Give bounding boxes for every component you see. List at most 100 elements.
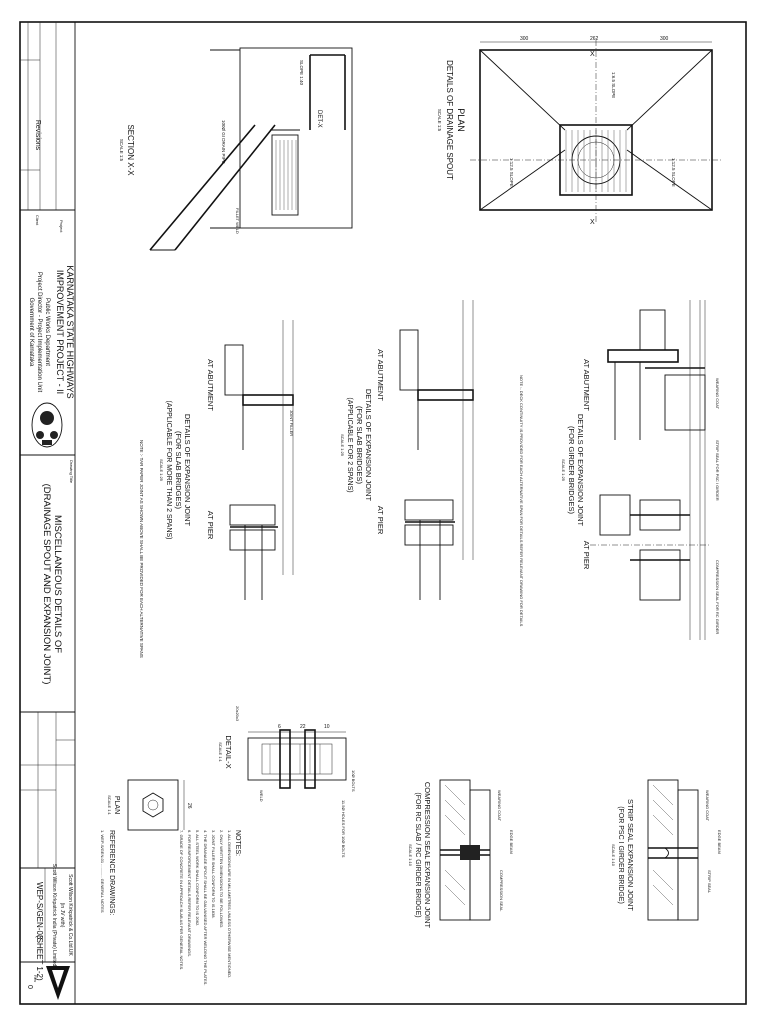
- notes-title: NOTES:: [234, 830, 241, 856]
- slab-more-joint-filler: JOINT FILLER: [289, 410, 294, 436]
- strip-edge-beam: EDGE BEAM: [717, 830, 722, 854]
- section-xx: DET-X SLOPE 1:40 100Ø GI DRAIN PIPE FILL…: [119, 47, 353, 251]
- slab-more-at-pier: AT PIER: [206, 511, 215, 540]
- detail-x-weld: WELD: [259, 790, 264, 802]
- strip-wearing-coat: WEARING COAT: [705, 790, 710, 822]
- detail-x-dim-1: 6: [278, 724, 281, 730]
- girder-at-pier: AT PIER: [582, 541, 591, 570]
- girder-title: DETAILS OF EXPANSION JOINT: [576, 414, 585, 527]
- plan-drainage-spout: 300 262 300 1:6.5 SLOPE 1:12.5 SLOPE 1:1…: [437, 36, 722, 226]
- plan-small-title: PLAN: [113, 796, 120, 814]
- government-emblem-icon: [31, 402, 63, 448]
- note-6: 6. FOR REINFORCEMENT DETAILS REFER RELEV…: [187, 830, 192, 957]
- slope-callout: SLOPE 1:40: [299, 60, 304, 86]
- detail-x-scale: SCALE 1:1: [218, 742, 223, 763]
- girder-note: NOTE :- DECK CONTINUITY IS PROVIDED FOR …: [519, 375, 524, 627]
- girder-scale: SCALE 1:25: [561, 459, 566, 482]
- strip-subtitle: (FOR PSC I GIRDER BRIDGE): [617, 806, 624, 904]
- slab-more-subtitle: (FOR SLAB BRIDGES): [174, 431, 183, 509]
- info-boxes: [20, 712, 75, 868]
- slope-right-label: 1:12.5 SLOPE: [671, 158, 676, 187]
- rev-value: 0: [26, 985, 33, 989]
- client-line1: Public Works Department: [44, 298, 50, 366]
- girder-wearing-coat: WEARING COAT: [715, 378, 720, 410]
- sheet-number: (SHEET 1-2): [35, 935, 44, 981]
- detail-x: 6 22 10 20x20x3 WELD 10Ø BOLTS 11.5Ø HOL…: [218, 706, 356, 858]
- consultant-line3: Scott Wilson Kirkpatrick India (Private)…: [51, 864, 57, 967]
- section-mark-bottom: X: [590, 219, 595, 226]
- detail-x-dim-2: 22: [300, 724, 306, 730]
- exp-joint-girder: WEARING COAT STRIP SEAL FOR PSC I GIRDER…: [519, 300, 720, 640]
- compression-seal-joint: WEARING COAT EDGE BEAM COMPRESSION SEAL …: [408, 779, 514, 929]
- compression-wearing-coat: WEARING COAT: [497, 790, 502, 822]
- reference-title: REFERENCE DRAWINGS:: [108, 830, 115, 915]
- compression-title: COMPRESSION SEAL EXPANSION JOINT: [423, 782, 432, 929]
- detail-x-bolt-holes: 11.5Ø HOLES FOR 10Ø BOLTS: [341, 800, 346, 858]
- plan-small: 26 PLAN SCALE 1:1: [107, 779, 192, 831]
- reference-1: 1. WEP-S/GEN-01 ............ GENERAL NOT…: [100, 830, 105, 913]
- plan-drainage-scale: SCALE 1:5: [437, 109, 442, 132]
- detail-x-dim-3: 10: [324, 724, 330, 730]
- rev-label: Rev: [33, 975, 38, 982]
- note-7: 7. GRADE OF CONCRETE IN APPROACH SLAB AS…: [179, 830, 184, 970]
- slab-two-at-pier: AT PIER: [376, 506, 385, 535]
- section-xx-title: SECTION X-X: [126, 124, 135, 176]
- slab-two-at-abutment: AT ABUTMENT: [376, 349, 385, 401]
- slab-two-title: DETAILS OF EXPANSION JOINT: [364, 389, 373, 502]
- plan-dim-3: 300: [660, 36, 669, 42]
- section-xx-scale: SCALE 1:5: [119, 139, 124, 162]
- fillet-weld-callout: FILLET WELD: [235, 208, 240, 234]
- note-3: 3. JOINT FILLER SHALL CONFORM TO IS 1838…: [211, 830, 216, 919]
- consultant-logo-icon: [46, 966, 70, 1000]
- slab-two-subtitle2: (APPLICABLE FOR 2 SPANS): [346, 397, 353, 492]
- client-line3: Government of Karnataka: [28, 298, 34, 367]
- drawing-title-line2: (DRAINAGE SPOUT AND EXPANSION JOINT): [41, 484, 52, 685]
- slab-two-scale: SCALE 1:25: [340, 434, 345, 457]
- slab-two-subtitle: (FOR SLAB BRIDGES): [355, 406, 364, 484]
- strip-title: STRIP SEAL EXPANSION JOINT: [626, 799, 635, 911]
- pipe-callout: 100Ø GI DRAIN PIPE: [221, 120, 226, 164]
- strip-seal-label: STRIP SEAL: [707, 870, 712, 894]
- slope-top-label: 1:6.5 SLOPE: [611, 72, 616, 98]
- note-4: 4. THE DRAINAGE SPOUT SHALL BE GALVANISE…: [203, 830, 208, 985]
- drawing-number: WEP-S/GEN-03: [35, 882, 44, 940]
- exp-joint-slab-two: AT ABUTMENT AT PIER DETAILS OF EXPANSION…: [340, 300, 474, 600]
- compression-subtitle: (FOR RC SLAB / RC GIRDER BRIDGE): [414, 792, 421, 917]
- title-block: Revisions Project Client KARNATAKA STATE…: [20, 22, 76, 1004]
- project-line1: KARNATAKA STATE HIGHWAYS: [65, 265, 75, 398]
- slab-more-subtitle2: (APPLICABLE FOR MORE THAN 2 SPANS): [165, 401, 172, 540]
- detail-x-title: DETAIL-X: [224, 735, 233, 768]
- slab-more-note: NOTE :- TAR PAPER JOINT AS SHOWN ABOVE S…: [139, 440, 144, 658]
- consultant-line1: Scott Wilson Kirkpatrick & Co.Ltd.UK: [67, 874, 73, 956]
- project-label: Project: [59, 220, 64, 233]
- slope-left-label: 1:12.5 SLOPE: [509, 158, 514, 187]
- slab-more-title: DETAILS OF EXPANSION JOINT: [183, 414, 192, 527]
- plan-dim-1: 300: [520, 36, 529, 42]
- girder-compression-seal: COMPRESSION SEAL FOR RC GIRDER: [715, 560, 720, 634]
- revisions-label: Revisions: [34, 120, 41, 151]
- sheet-border: [19, 21, 747, 1005]
- girder-strip-seal: STRIP SEAL FOR PSC I GIRDER: [715, 440, 720, 501]
- drawing-title-label: Drawing Title: [69, 460, 74, 484]
- plan-drainage-subtitle: DETAILS OF DRAINAGE SPOUT: [445, 60, 454, 180]
- compression-seal-label: COMPRESSION SEAL: [499, 870, 504, 912]
- detail-x-callout: DET-X: [316, 110, 322, 128]
- notes-block: NOTES: 1. ALL DIMENSIONS ARE IN MILLIMET…: [100, 830, 241, 985]
- project-line2: IMPROVEMENT PROJECT - II: [55, 270, 65, 394]
- slab-more-at-abutment: AT ABUTMENT: [206, 359, 215, 411]
- strip-seal-joint: WEARING COAT EDGE BEAM STRIP SEAL STRIP …: [611, 779, 722, 921]
- girder-at-abutment: AT ABUTMENT: [582, 359, 591, 411]
- plan-small-scale: SCALE 1:1: [107, 795, 112, 816]
- section-mark-top: X: [590, 51, 595, 58]
- compression-edge-beam: EDGE BEAM: [509, 830, 514, 854]
- compression-scale: SCALE 1:10: [408, 844, 413, 867]
- slab-more-scale: SCALE 1:25: [159, 459, 164, 482]
- consultant-line2: (in JV with): [59, 903, 65, 928]
- note-1: 1. ALL DIMENSIONS ARE IN MILLIMETRES UNL…: [227, 830, 232, 978]
- plan-drainage-title: PLAN: [456, 108, 466, 132]
- client-label: Client: [35, 215, 40, 226]
- plan-small-dim: 26: [186, 803, 192, 809]
- strip-scale: SCALE 1:10: [611, 844, 616, 867]
- detail-x-top-bolts: 10Ø BOLTS: [351, 770, 356, 792]
- note-5: 5. ALL STEEL WORK SHALL CONFORM TO IS 20…: [195, 830, 200, 926]
